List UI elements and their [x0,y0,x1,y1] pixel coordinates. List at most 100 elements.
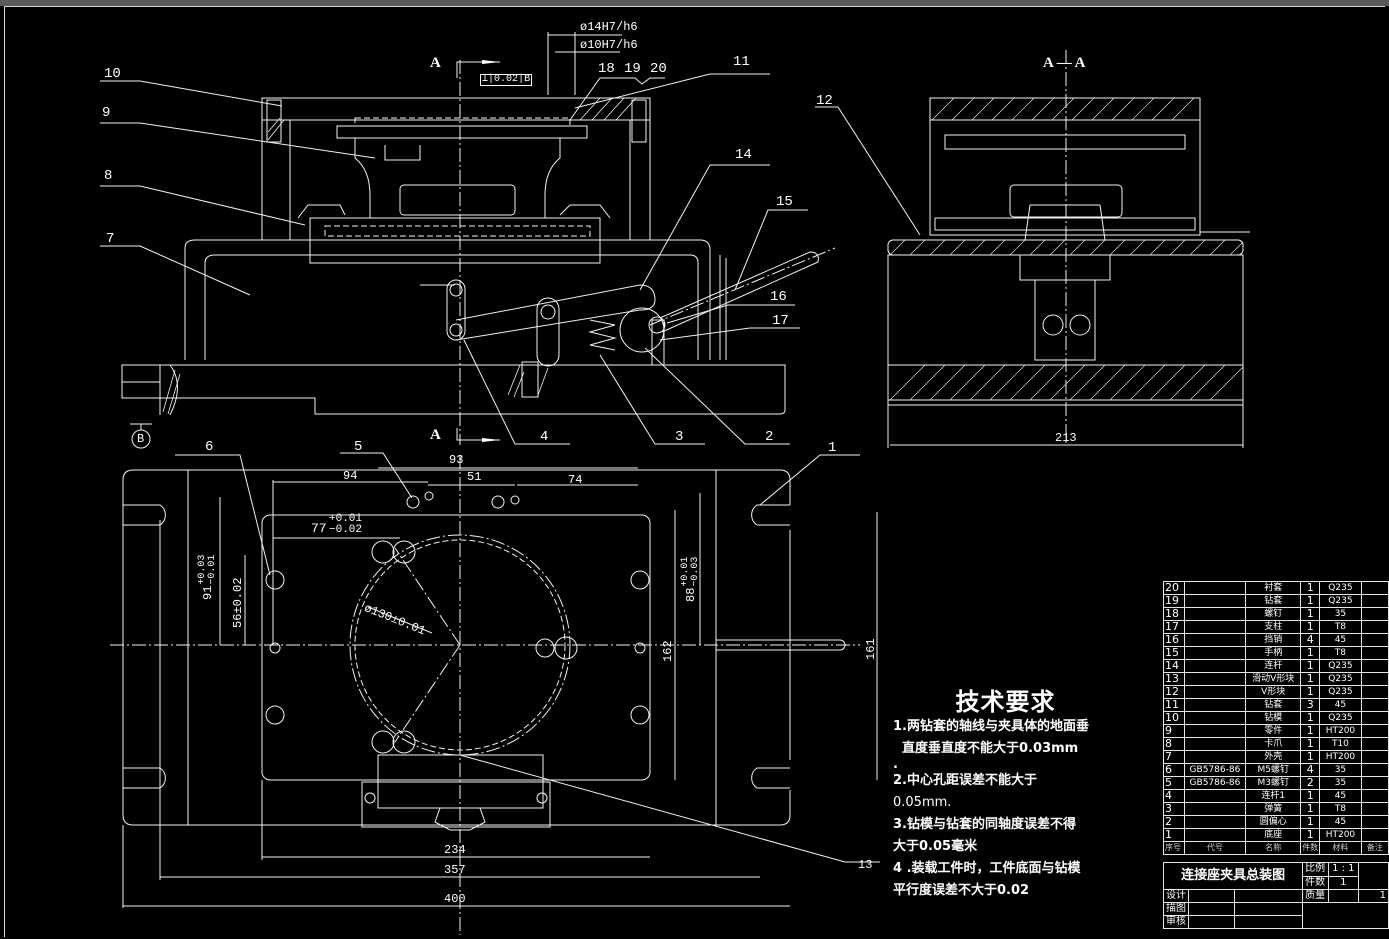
bom-cell-qty: 1 [1300,802,1321,816]
bom-cell-code [1183,724,1247,738]
dim-94: 94 [343,469,358,483]
dim-88-value: 88 [684,587,698,602]
bom-header-qty: 件数 [1300,841,1321,855]
bom-cell-material: T10 [1319,737,1362,751]
tech-req-line: 2.中心孔距误差不能大于 [893,773,1037,788]
bom-cell-material: T8 [1319,802,1362,816]
bom-cell-no: 5 [1163,776,1185,790]
dim-74: 74 [568,473,583,487]
bom-cell-no: 9 [1163,724,1185,738]
fit-inner-label: ø10H7/h6 [580,38,638,52]
dim-234: 234 [444,843,466,857]
dim-162: 162 [661,640,675,662]
bom-cell-no: 16 [1163,633,1185,647]
balloon-7: 7 [106,231,115,247]
bom-cell-material: T8 [1319,620,1362,634]
bom-cell-material: 45 [1319,633,1362,647]
bom-cell-qty: 1 [1300,581,1321,595]
bom-header-name: 名称 [1245,841,1302,855]
bom-cell-remark [1360,646,1389,660]
bom-cell-material: 45 [1319,815,1362,829]
bom-cell-material: 35 [1319,763,1362,777]
bom-cell-material: Q235 [1319,685,1362,699]
bom-cell-qty: 1 [1300,737,1321,751]
dim-213: 213 [1055,431,1077,445]
title-block-footer [1302,902,1389,929]
technical-requirements: 技术要求 1.两钻套的轴线与夹具体的地面垂 直度垂直度不能大于0.03mm . … [893,688,1118,902]
bom-cell-remark [1360,776,1389,790]
bom-cell-material: Q235 [1319,581,1362,595]
bom-cell-no: 18 [1163,607,1185,621]
bom-cell-qty: 1 [1300,607,1321,621]
bom-cell-no: 20 [1163,581,1185,595]
bom-cell-remark [1360,698,1389,712]
tech-req-heading: 技术要求 [955,688,1056,716]
bom-cell-remark [1360,594,1389,608]
plan-view [110,452,880,935]
bom-cell-code [1183,802,1247,816]
balloon-15: 15 [776,194,793,210]
design-label: 设计 [1163,889,1189,903]
section-label-a-bottom: A [430,427,441,443]
scale-value: 1 : 1 [1327,862,1360,877]
balloon-13: 13 [858,858,873,872]
dim-91-value: 91 [201,585,215,600]
bom-cell-remark [1360,620,1389,634]
bom-cell-material: 45 [1319,698,1362,712]
perpendicularity-datum: B [524,74,531,85]
dim-91-tolerance-stack: +0.03 −0.01 [197,555,218,585]
bom-cell-code [1183,789,1247,803]
draw-label: 描图 [1163,902,1189,916]
bom-cell-name: 钻套 [1245,594,1302,608]
dim-93: 93 [449,453,464,467]
bom-cell-name: V形块 [1245,685,1302,699]
front-view [100,32,836,449]
tech-req-line: 0.05mm. [893,795,952,810]
bom-cell-qty: 1 [1300,685,1321,699]
drawing-frame [4,6,1385,937]
bom-cell-name: 圆偏心 [1245,815,1302,829]
balloon-10: 10 [104,66,121,82]
bom-cell-qty: 1 [1300,815,1321,829]
bom-cell-no: 14 [1163,659,1185,673]
count-label: 件数 [1302,875,1329,890]
bom-cell-name: 支柱 [1245,620,1302,634]
bom-cell-remark [1360,581,1389,595]
bom-cell-remark [1360,750,1389,764]
balloon-1: 1 [828,440,837,456]
bom-cell-remark [1360,789,1389,803]
bom-cell-no: 3 [1163,802,1185,816]
bom-cell-code [1183,698,1247,712]
bom-cell-no: 12 [1163,685,1185,699]
bom-cell-qty: 1 [1300,711,1321,725]
bom-cell-material: HT200 [1319,828,1362,842]
dim-56: 56±0.02 [231,577,245,628]
dim-161: 161 [864,638,878,660]
review-label: 审核 [1163,915,1189,929]
title-block: 连接座夹具总装图 比例 1 : 1 件数 1 设计 质量 1 描图 审核 [1162,862,1389,929]
bom-cell-name: 手柄 [1245,646,1302,660]
bom-cell-code [1183,672,1247,686]
bom-cell-no: 4 [1163,789,1185,803]
balloon-19: 19 [624,61,641,77]
bom-header-material: 材料 [1319,841,1362,855]
review-name [1188,915,1235,929]
bom-cell-code [1183,581,1247,595]
bom-cell-qty: 1 [1300,672,1321,686]
bom-cell-no: 7 [1163,750,1185,764]
bom-cell-code [1183,685,1247,699]
bom-cell-qty: 1 [1300,750,1321,764]
balloon-17: 17 [772,313,789,329]
design-date [1233,889,1304,903]
bom-cell-material: Q235 [1319,672,1362,686]
balloon-2: 2 [765,429,774,445]
bom-cell-qty: 1 [1300,828,1321,842]
